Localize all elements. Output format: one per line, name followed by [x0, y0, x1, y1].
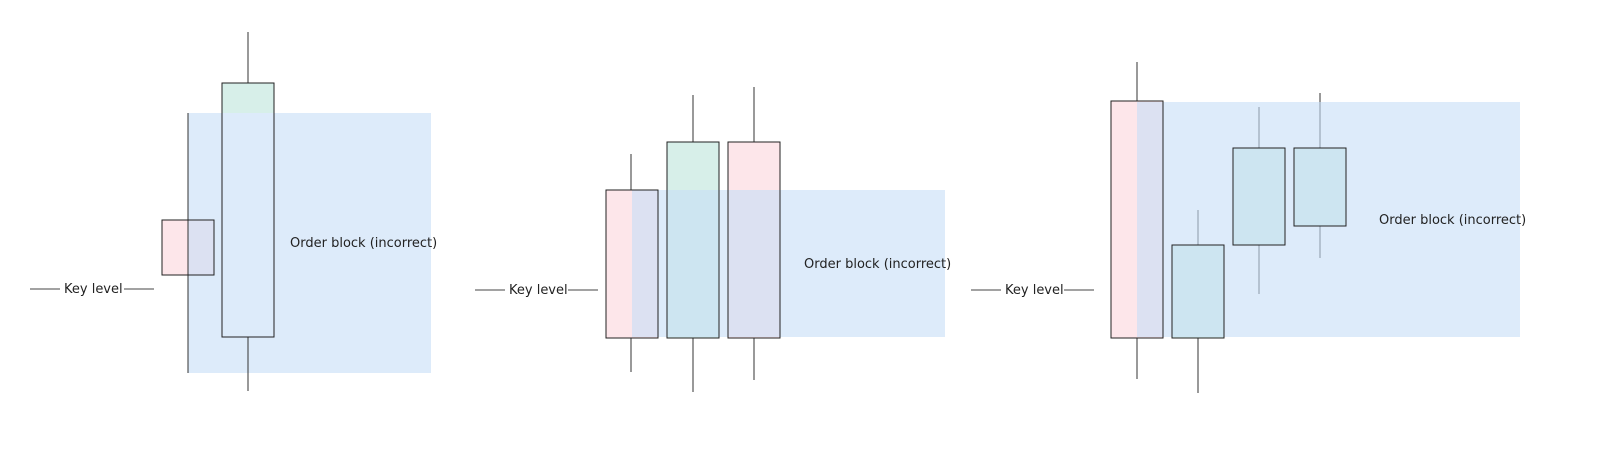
candle-1-outline: [605, 189, 659, 339]
panel-2: Key level Order block (incorrect): [475, 87, 951, 392]
order-block-zone: [188, 113, 431, 373]
panel-3: Key level Order blo: [971, 62, 1526, 393]
panel-1: Key level Order block (incorrect): [30, 32, 437, 391]
candle-3-outline: [1232, 147, 1286, 246]
order-block-zone: [632, 190, 945, 337]
candle-3-outline: [727, 141, 781, 339]
candle-2-body: [221, 82, 275, 338]
candle-2-outline: [666, 141, 720, 339]
candle-2-outline: [1171, 244, 1225, 339]
candle-1-outline: [1110, 100, 1164, 339]
order-block-label: Order block (incorrect): [1379, 213, 1526, 228]
key-level-label: Key level: [509, 283, 568, 298]
candle-1-outline: [161, 219, 215, 276]
candle-2-body-top: [222, 83, 274, 113]
order-block-zone: [1137, 102, 1520, 337]
key-level-label: Key level: [1005, 283, 1064, 298]
order-block-label: Order block (incorrect): [290, 236, 437, 251]
candle-4-outline: [1293, 147, 1347, 227]
order-block-label: Order block (incorrect): [804, 257, 951, 272]
key-level-label: Key level: [64, 282, 123, 297]
